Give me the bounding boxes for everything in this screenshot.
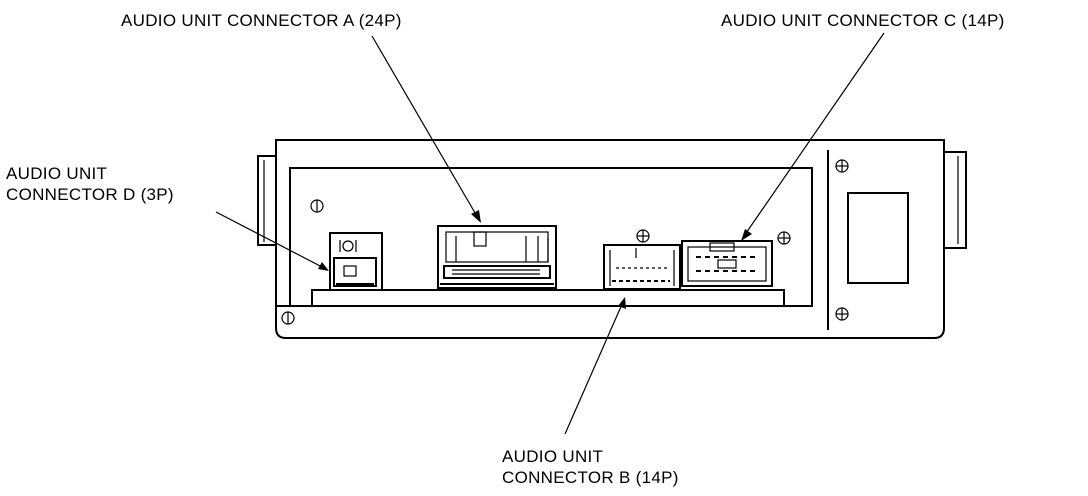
callout-connector-b-line2: CONNECTOR B (14P) (502, 468, 679, 487)
connector-a (437, 225, 557, 289)
audio-unit-housing (275, 139, 945, 339)
connector-b (603, 244, 681, 290)
callout-connector-d-line2: CONNECTOR D (3P) (6, 185, 174, 204)
leader-line-d (215, 211, 329, 271)
connector-c (681, 240, 773, 287)
screw-icon (281, 311, 295, 325)
leader-line-c (741, 32, 885, 241)
screw-icon (835, 159, 849, 173)
callout-connector-b-line1: AUDIO UNIT (502, 447, 604, 466)
callout-connector-d-line1: AUDIO UNIT (6, 164, 108, 183)
callout-connector-a: AUDIO UNIT CONNECTOR A (24P) (121, 10, 402, 31)
left-mounting-bracket (257, 155, 276, 246)
rectangular-window (847, 192, 909, 284)
callout-connector-d: AUDIO UNIT CONNECTOR D (3P) (6, 163, 174, 205)
right-mounting-bracket (944, 151, 967, 249)
callout-connector-b: AUDIO UNIT CONNECTOR B (14P) (502, 446, 679, 488)
callout-connector-c-text: AUDIO UNIT CONNECTOR C (14P) (721, 11, 1005, 30)
callout-connector-a-text: AUDIO UNIT CONNECTOR A (24P) (121, 11, 402, 30)
screw-icon (636, 229, 650, 243)
connector-panel (289, 167, 813, 307)
leader-line-a (371, 35, 481, 223)
screw-icon (310, 199, 324, 213)
callout-connector-c: AUDIO UNIT CONNECTOR C (14P) (721, 10, 1005, 31)
screw-icon (835, 307, 849, 321)
connector-d (329, 232, 383, 291)
screw-icon (777, 231, 791, 245)
leader-line-b (564, 297, 626, 435)
